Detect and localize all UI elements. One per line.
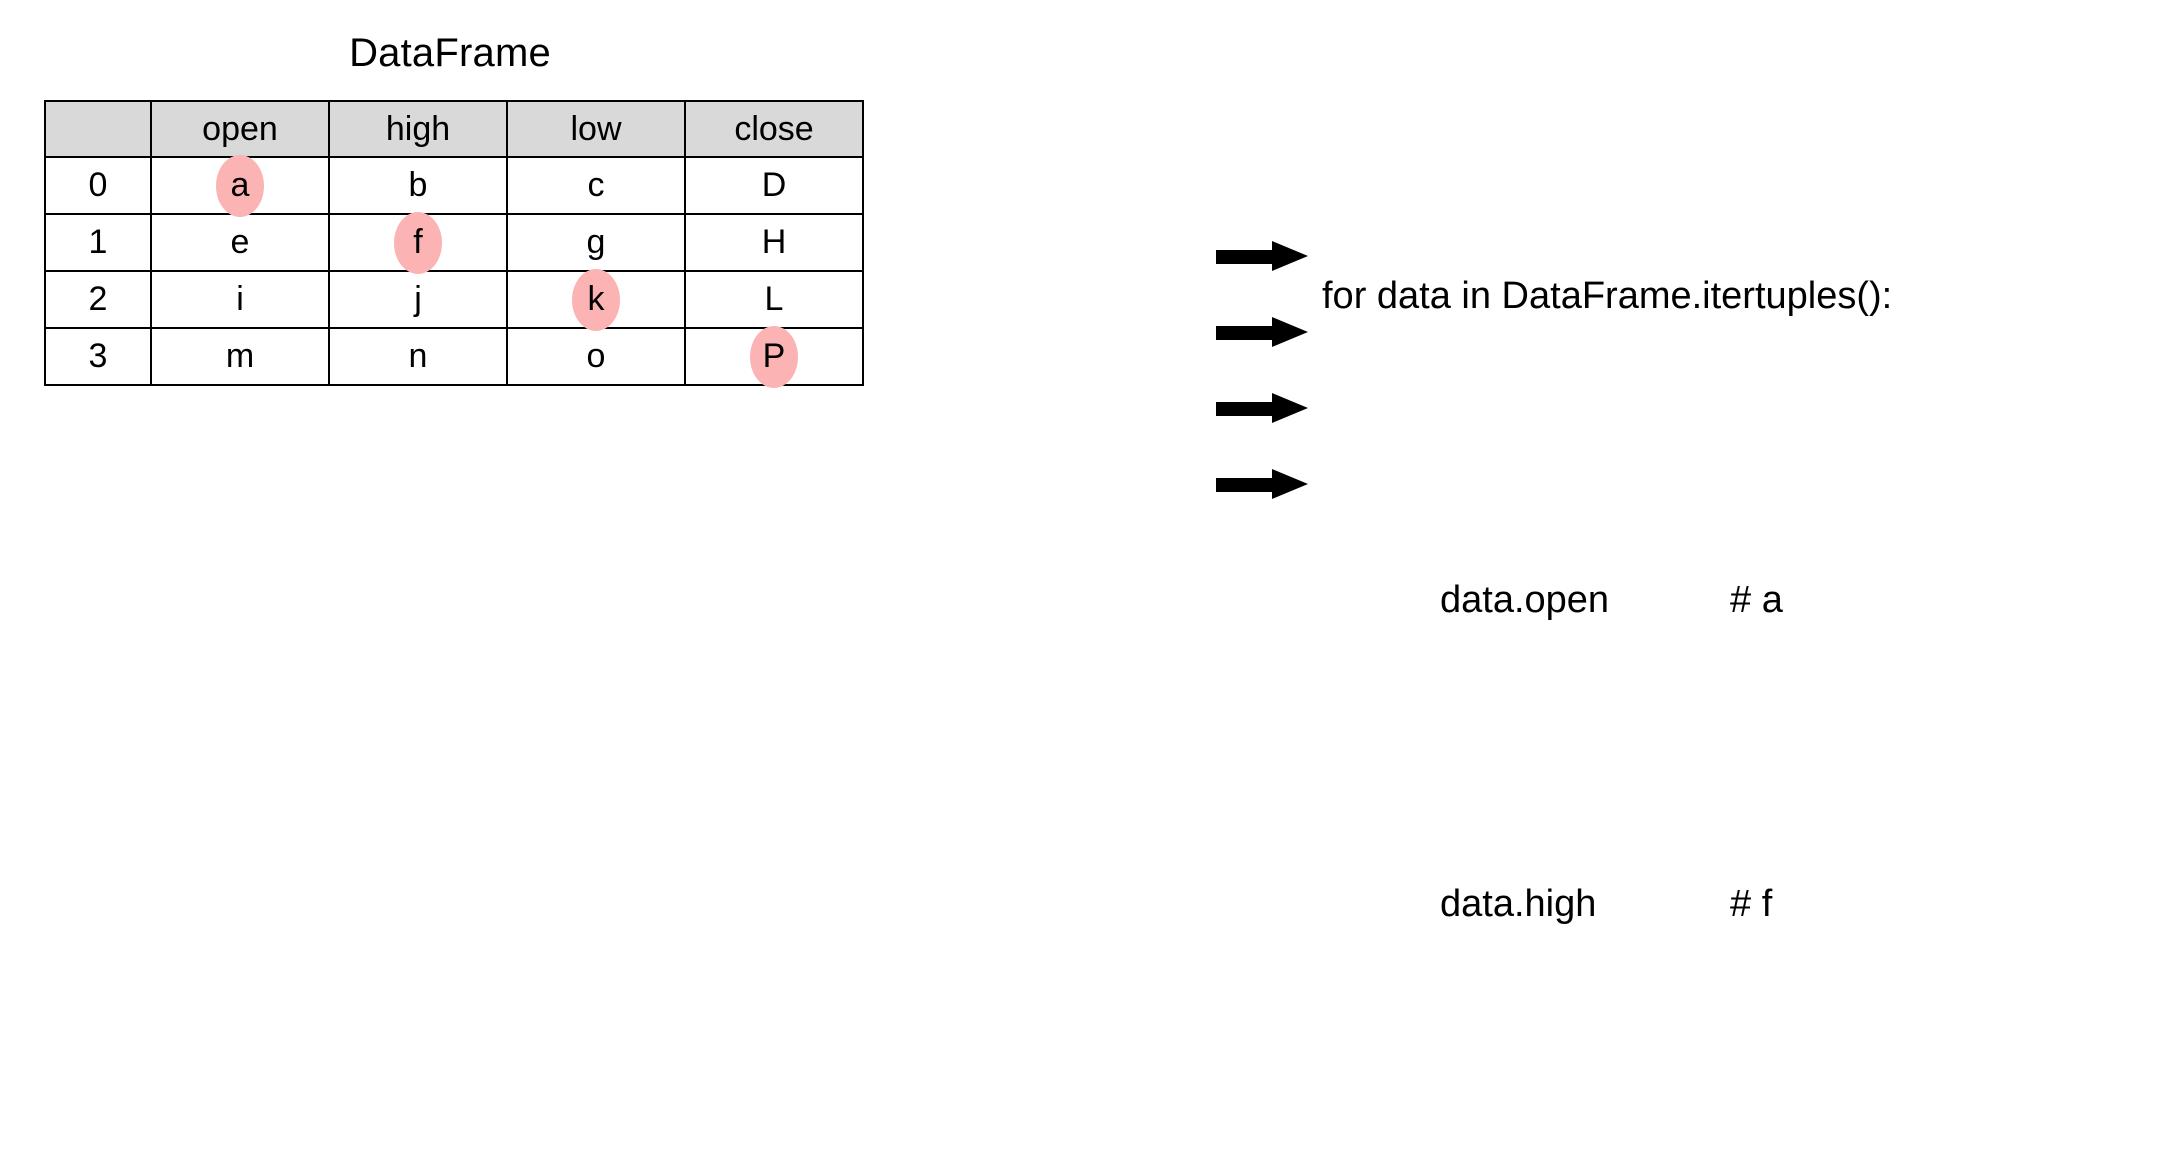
code-snippet: for data in DataFrame.itertuples(): data… bbox=[1322, 106, 1892, 1168]
cell-1-high: f bbox=[328, 211, 508, 274]
column-header-high: high bbox=[328, 100, 508, 158]
column-header-close: close bbox=[684, 100, 864, 158]
cell-1-close: H bbox=[684, 213, 864, 272]
arrow-shaft bbox=[1216, 326, 1276, 340]
cell-value: j bbox=[414, 280, 422, 318]
arrow-shaft bbox=[1216, 478, 1276, 492]
cell-0-high: b bbox=[328, 156, 508, 215]
cell-2-close: L bbox=[684, 270, 864, 329]
cell-value: m bbox=[225, 337, 255, 375]
cell-value: f bbox=[413, 223, 423, 261]
arrow-head bbox=[1272, 393, 1308, 423]
right-arrow-icon bbox=[1216, 317, 1308, 347]
right-arrow-icon bbox=[1216, 469, 1308, 499]
cell-value: e bbox=[230, 223, 250, 261]
table-corner-cell bbox=[44, 100, 152, 158]
code-comment: # f bbox=[1730, 883, 1773, 925]
cell-0-low: c bbox=[506, 156, 686, 215]
dataframe-table: open high low close 0 a b c D bbox=[44, 100, 864, 388]
arrow-shaft bbox=[1216, 250, 1276, 264]
cell-3-high: n bbox=[328, 327, 508, 386]
row-index-3: 3 bbox=[44, 327, 152, 386]
highlight-ellipse bbox=[572, 268, 620, 331]
row-index-0: 0 bbox=[44, 156, 152, 215]
cell-3-open: m bbox=[150, 327, 330, 386]
cell-value: g bbox=[586, 223, 606, 261]
right-arrow-icon bbox=[1216, 393, 1308, 423]
cell-3-close: P bbox=[684, 325, 864, 388]
cell-0-open: a bbox=[150, 154, 330, 217]
cell-value: b bbox=[408, 166, 428, 204]
cell-value: H bbox=[761, 223, 787, 261]
cell-0-close: D bbox=[684, 156, 864, 215]
code-header-line: for data in DataFrame.itertuples(): bbox=[1322, 275, 1893, 317]
code-expression: data.open bbox=[1440, 579, 1610, 621]
row-index-2: 2 bbox=[44, 270, 152, 329]
cell-value: o bbox=[586, 337, 606, 375]
column-header-low: low bbox=[506, 100, 686, 158]
cell-1-open: e bbox=[150, 213, 330, 272]
figure-canvas: DataFrame open high low close 0 a b bbox=[44, 31, 1892, 925]
arrow-shaft bbox=[1216, 402, 1276, 416]
cell-value: i bbox=[236, 280, 244, 318]
code-line-high: data.high # f bbox=[1322, 866, 1892, 942]
arrow-head bbox=[1272, 469, 1308, 499]
right-arrow-icon bbox=[1216, 241, 1308, 271]
page-title: DataFrame bbox=[349, 31, 551, 75]
code-comment: # a bbox=[1730, 579, 1783, 621]
code-line-open: data.open # a bbox=[1322, 562, 1892, 638]
cell-value: n bbox=[408, 337, 428, 375]
arrow-head bbox=[1272, 317, 1308, 347]
cell-1-low: g bbox=[506, 213, 686, 272]
highlight-ellipse bbox=[216, 154, 264, 217]
column-header-open: open bbox=[150, 100, 330, 158]
cell-2-open: i bbox=[150, 270, 330, 329]
table-row: 1 e f g H bbox=[44, 211, 864, 274]
cell-3-low: o bbox=[506, 327, 686, 386]
table-header-row: open high low close bbox=[44, 100, 864, 158]
table-row: 3 m n o P bbox=[44, 325, 864, 388]
cell-value: P bbox=[762, 337, 786, 375]
highlight-ellipse bbox=[750, 325, 798, 388]
code-expression: data.high bbox=[1440, 883, 1597, 925]
table-row: 2 i j k L bbox=[44, 268, 864, 331]
cell-value: k bbox=[587, 280, 605, 318]
row-index-1: 1 bbox=[44, 213, 152, 272]
cell-value: D bbox=[761, 166, 787, 204]
arrow-head bbox=[1272, 241, 1308, 271]
cell-2-low: k bbox=[506, 268, 686, 331]
cell-2-high: j bbox=[328, 270, 508, 329]
table-row: 0 a b c D bbox=[44, 154, 864, 217]
cell-value: L bbox=[764, 280, 784, 318]
highlight-ellipse bbox=[394, 211, 442, 274]
cell-value: c bbox=[587, 166, 605, 204]
cell-value: a bbox=[230, 166, 250, 204]
